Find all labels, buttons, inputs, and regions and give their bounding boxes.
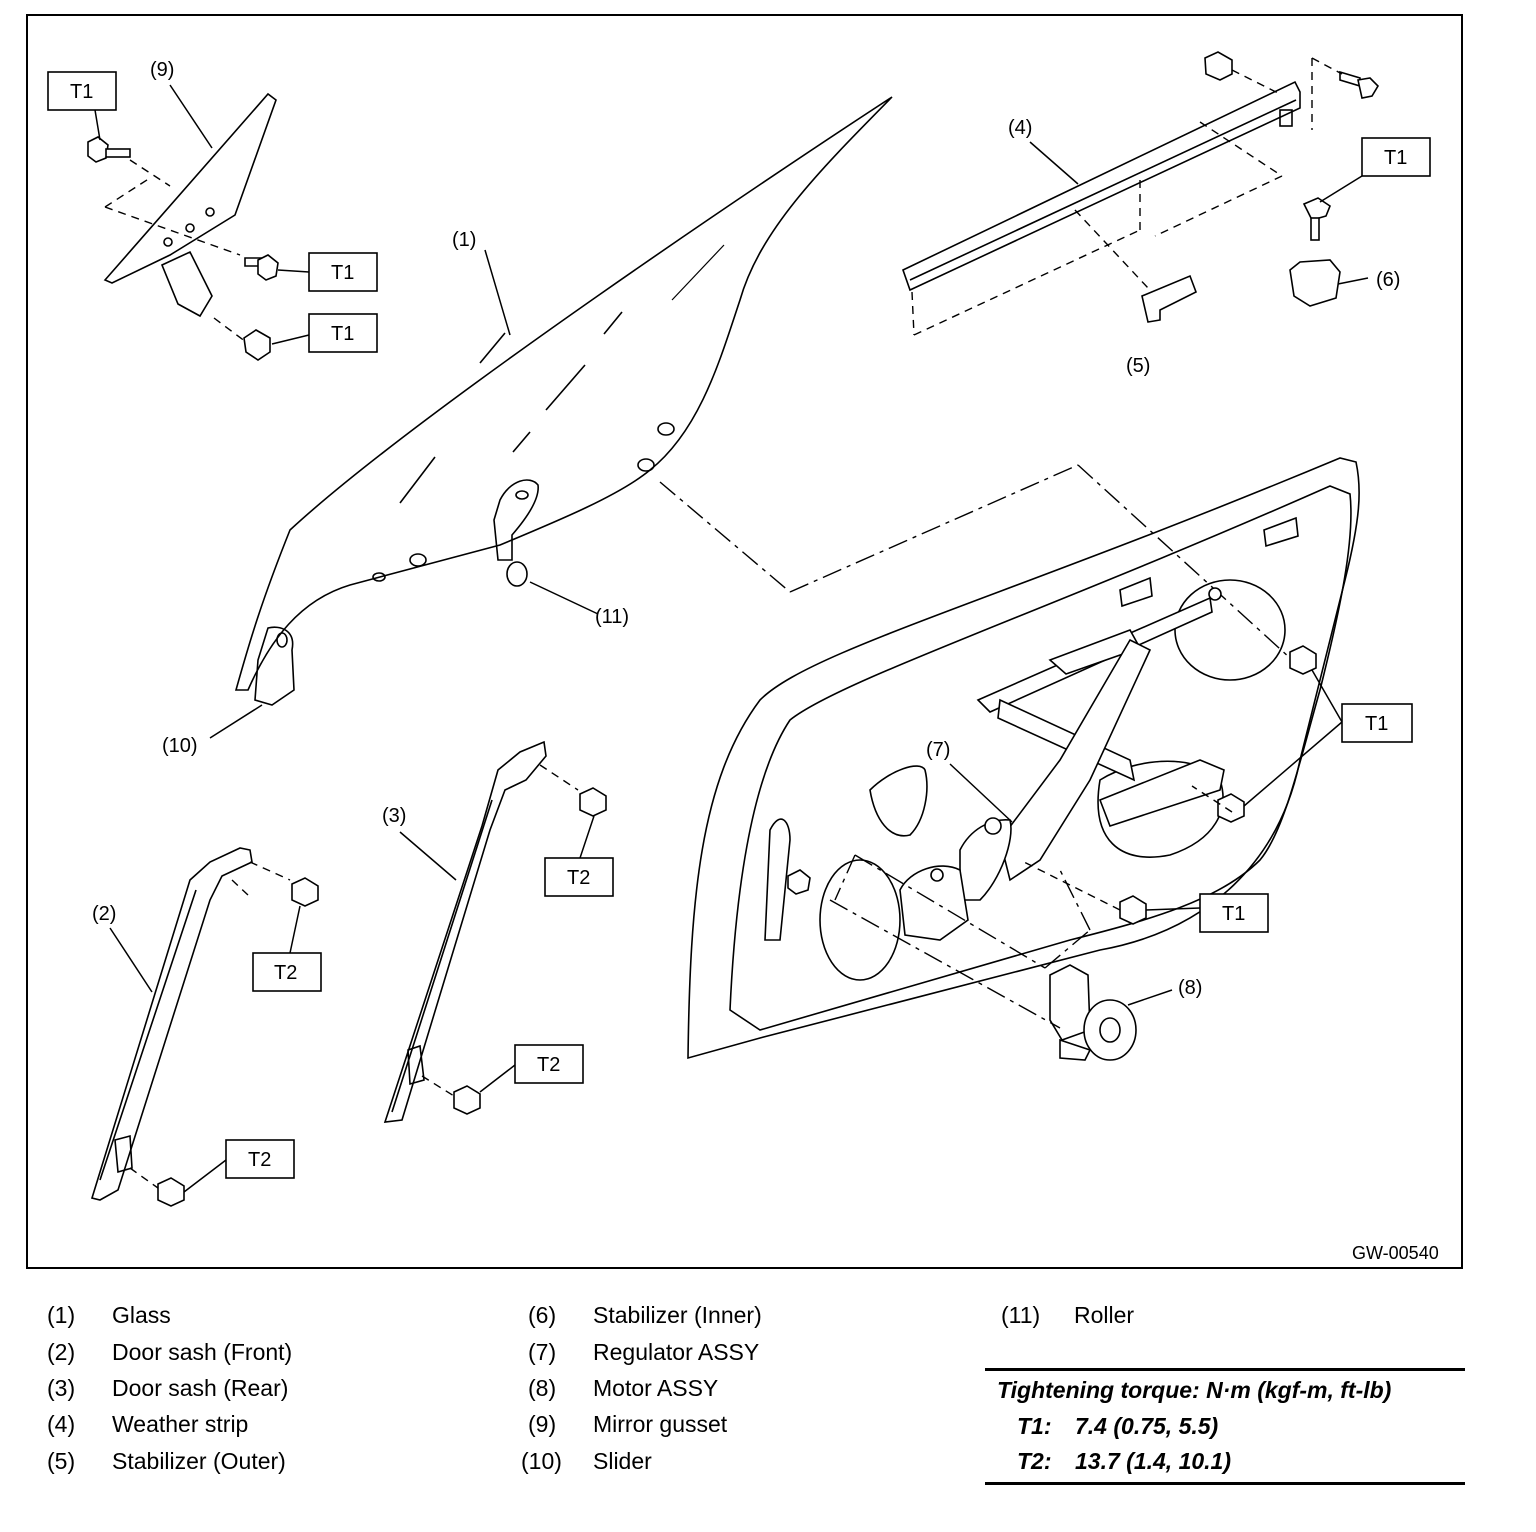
door-sash-front-part	[90, 847, 253, 1201]
torque-value: 13.7 (1.4, 10.1)	[1075, 1448, 1231, 1474]
mirror-gusset-part	[103, 92, 277, 318]
legend-name: Slider	[593, 1448, 652, 1474]
stabilizer-outer-part	[1141, 274, 1198, 323]
torque-key: T2:	[1017, 1448, 1052, 1474]
glass-part	[234, 96, 893, 706]
callout-6: (6)	[1376, 269, 1400, 291]
legend-name: Door sash (Rear)	[112, 1375, 289, 1401]
callout-2: (2)	[92, 903, 116, 925]
callout-8: (8)	[1178, 977, 1202, 999]
callout-4: (4)	[1008, 117, 1032, 139]
weather-strip-part	[902, 80, 1301, 292]
nut-icon	[787, 645, 1317, 925]
door-inner-panel	[687, 457, 1360, 1060]
torque-key: T1:	[1017, 1413, 1052, 1439]
regulator-assy-part	[899, 587, 1225, 941]
nut-icon	[453, 787, 607, 1115]
callout-5: (5)	[1126, 355, 1150, 377]
legend-name: Mirror gusset	[593, 1411, 728, 1437]
svg-text:T1: T1	[331, 262, 354, 284]
legend-num: (6)	[528, 1302, 557, 1328]
legend-num: (1)	[47, 1302, 76, 1328]
torque-t1-label: T1	[1361, 137, 1431, 177]
callout-9: (9)	[150, 59, 174, 81]
svg-text:T2: T2	[274, 962, 297, 984]
torque-t1-label: T1	[47, 71, 117, 111]
torque-t2-label: T2	[252, 952, 322, 992]
legend-name: Regulator ASSY	[593, 1339, 760, 1365]
legend-name: Stabilizer (Outer)	[112, 1448, 286, 1474]
torque-t2-label: T2	[514, 1044, 584, 1084]
motor-assy-part	[1049, 964, 1137, 1061]
legend-num: (2)	[47, 1339, 76, 1365]
torque-spec-table: Tightening torque: N·m (kgf-m, ft-lb) T1…	[985, 1368, 1465, 1485]
legend-num: (7)	[528, 1339, 557, 1365]
callout-11: (11)	[595, 606, 629, 628]
svg-text:T2: T2	[248, 1149, 271, 1171]
svg-text:T1: T1	[331, 323, 354, 345]
legend-num: (8)	[528, 1375, 557, 1401]
torque-t1-label: T1	[308, 252, 378, 292]
figure-code: GW-00540	[1352, 1243, 1439, 1263]
nut-icon	[157, 877, 319, 1207]
callout-10: (10)	[162, 735, 198, 757]
legend-name: Motor ASSY	[593, 1375, 719, 1401]
legend-num: (4)	[47, 1411, 76, 1437]
svg-text:T2: T2	[537, 1054, 560, 1076]
torque-t1-label: T1	[308, 313, 378, 353]
callout-7: (7)	[926, 739, 950, 761]
legend-name: Roller	[1074, 1302, 1135, 1328]
legend-name: Glass	[112, 1302, 171, 1328]
bolt-icon	[87, 136, 279, 361]
svg-text:T1: T1	[70, 81, 93, 103]
legend-name: Stabilizer (Inner)	[593, 1302, 762, 1328]
torque-t2-label: T2	[544, 857, 614, 897]
svg-text:T1: T1	[1384, 147, 1407, 169]
callout-1: (1)	[452, 229, 476, 251]
svg-text:T1: T1	[1365, 713, 1388, 735]
torque-value: 7.4 (0.75, 5.5)	[1075, 1413, 1219, 1439]
legend-name: Weather strip	[112, 1411, 249, 1437]
callout-3: (3)	[382, 805, 406, 827]
legend-num: (5)	[47, 1448, 76, 1474]
legend-num: (3)	[47, 1375, 76, 1401]
torque-t1-label: T1	[1199, 893, 1269, 933]
legend-name: Door sash (Front)	[112, 1339, 293, 1365]
stabilizer-inner-part	[1289, 197, 1341, 307]
legend-num: (9)	[528, 1411, 557, 1437]
torque-t2-label: T2	[225, 1139, 295, 1179]
nut-icon	[1204, 51, 1380, 99]
door-sash-rear-part	[383, 740, 547, 1123]
svg-text:T2: T2	[567, 867, 590, 889]
legend-num: (11)	[1001, 1302, 1041, 1328]
legend-num: (10)	[521, 1448, 562, 1474]
svg-text:T1: T1	[1222, 903, 1245, 925]
torque-spec-title: Tightening torque: N·m (kgf-m, ft-lb)	[997, 1377, 1392, 1403]
torque-t1-label: T1	[1341, 703, 1413, 743]
